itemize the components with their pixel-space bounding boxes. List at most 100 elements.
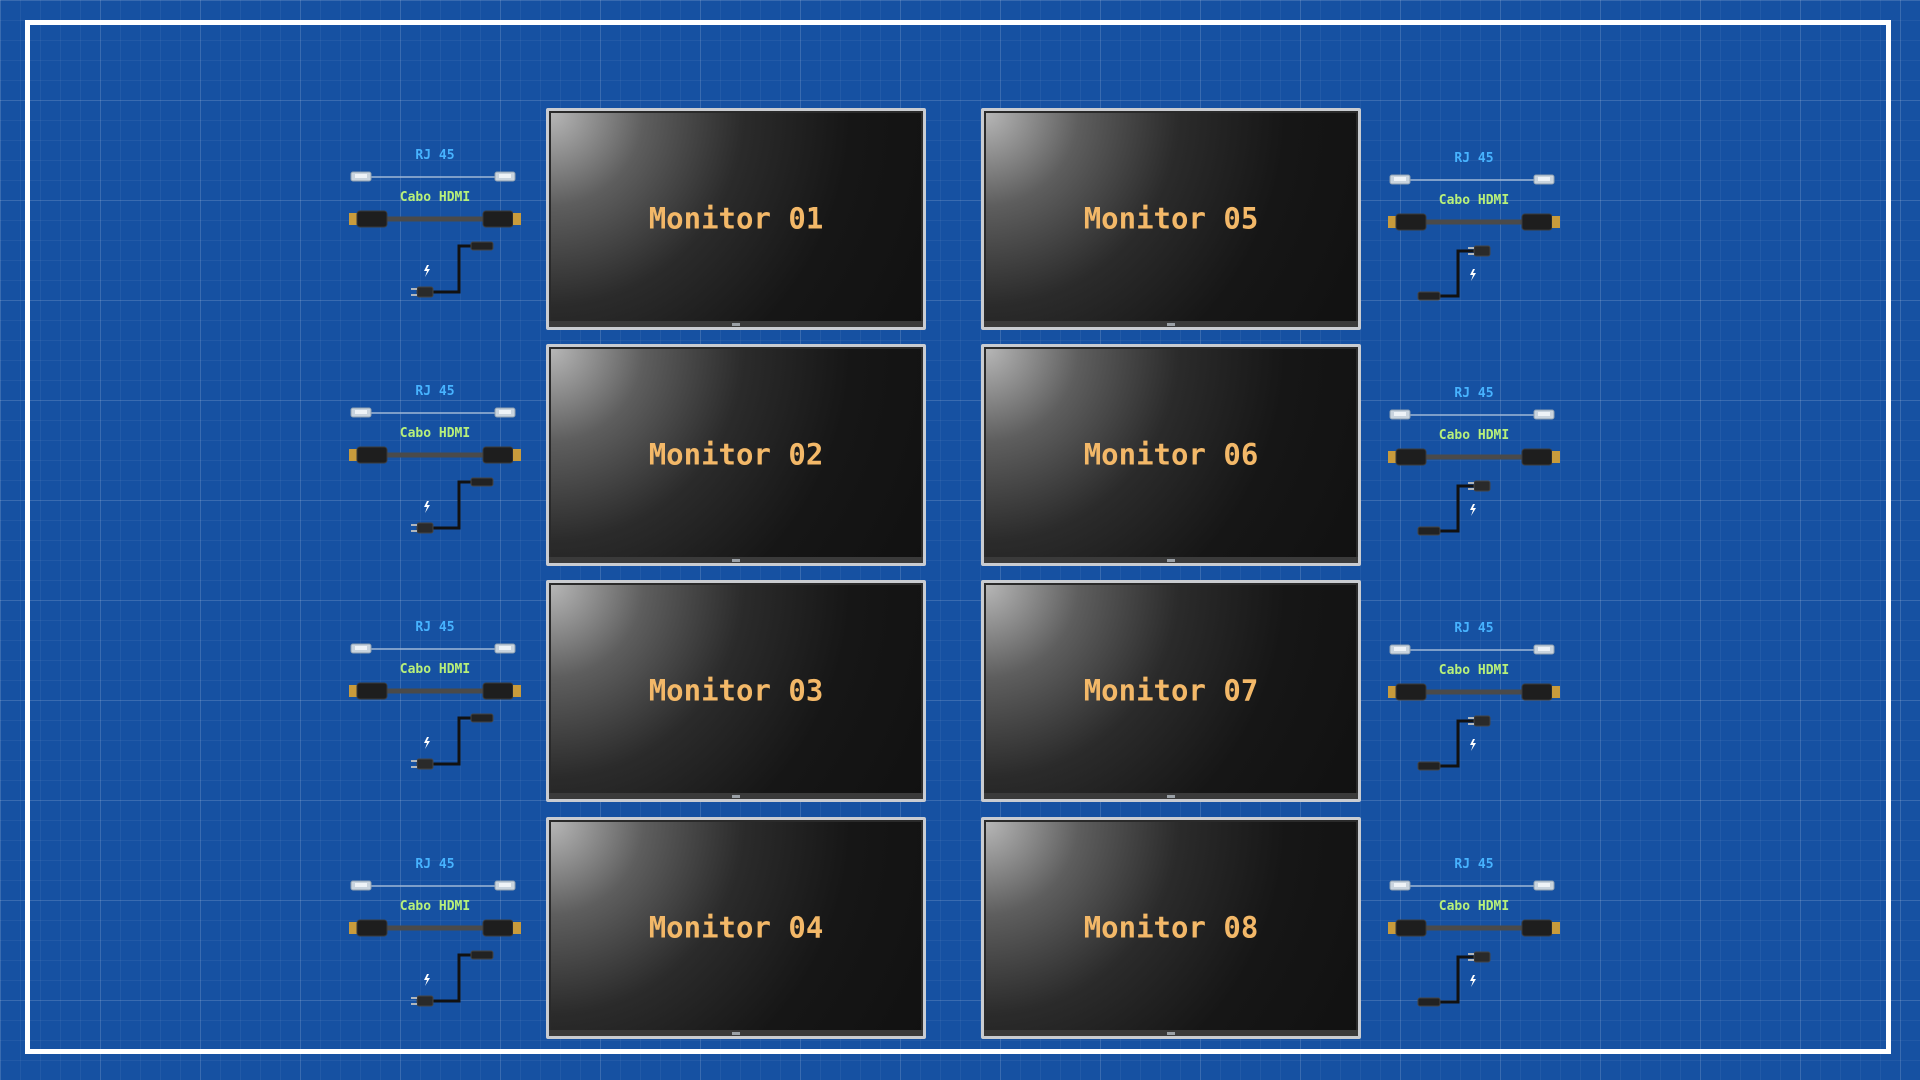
power-cable-line (1438, 484, 1476, 533)
power-bolt-icon (424, 501, 430, 513)
power-connector-icon (470, 241, 494, 251)
cable-group-left: RJ 45 Cabo HDMI (347, 620, 527, 780)
cable-group-left: RJ 45 Cabo HDMI (347, 857, 527, 1017)
cable-set-icon (1388, 409, 1560, 536)
power-led-icon (732, 559, 740, 562)
hdmi-plug-icon (1388, 683, 1427, 701)
hdmi-plug-icon (349, 446, 388, 464)
rj45-plug-icon (1533, 644, 1555, 655)
monitor-label: Monitor 06 (1083, 437, 1259, 472)
cable-set-icon (349, 880, 521, 1007)
power-bolt-icon (424, 265, 430, 277)
hdmi-plug-icon (482, 682, 521, 700)
power-cable-line (431, 716, 475, 766)
power-bolt-icon (424, 737, 430, 749)
power-led-icon (732, 323, 740, 326)
power-cable-line (1438, 249, 1476, 298)
cable-set-icon (349, 171, 521, 298)
rj45-label: RJ 45 (415, 857, 455, 872)
power-connector-icon (1417, 997, 1441, 1007)
hdmi-label: Cabo HDMI (1438, 193, 1510, 208)
monitor-08: Monitor 08 (981, 817, 1361, 1039)
hdmi-plug-icon (1521, 213, 1560, 231)
monitor-label: Monitor 07 (1083, 673, 1259, 708)
power-led-icon (1167, 323, 1175, 326)
power-led-icon (1167, 1032, 1175, 1035)
hdmi-plug-icon (1388, 448, 1427, 466)
monitor-03: Monitor 03 (546, 580, 926, 802)
cable-group-right: RJ 45 Cabo HDMI (1386, 857, 1566, 1017)
monitor-label: Monitor 04 (648, 910, 824, 945)
power-connector-icon (1417, 761, 1441, 771)
monitor-label: Monitor 02 (648, 437, 824, 472)
monitor-label: Monitor 01 (648, 201, 824, 236)
power-plug-icon (411, 758, 434, 770)
monitor-01: Monitor 01 (546, 108, 926, 330)
hdmi-plug-icon (1521, 919, 1560, 937)
cable-group-right: RJ 45 Cabo HDMI (1386, 151, 1566, 311)
power-plug-icon (1468, 245, 1491, 257)
cable-set-icon (349, 643, 521, 770)
power-led-icon (1167, 795, 1175, 798)
rj45-label: RJ 45 (1454, 386, 1494, 401)
hdmi-label: Cabo HDMI (399, 190, 471, 205)
power-plug-icon (411, 995, 434, 1007)
rj45-label: RJ 45 (1454, 621, 1494, 636)
rj45-plug-icon (1389, 644, 1411, 655)
cable-group-left: RJ 45 Cabo HDMI (347, 384, 527, 544)
power-cable-line (1438, 955, 1476, 1004)
hdmi-plug-icon (349, 210, 388, 228)
rj45-plug-icon (1389, 174, 1411, 185)
hdmi-plug-icon (1388, 213, 1427, 231)
hdmi-plug-icon (1388, 919, 1427, 937)
power-bolt-icon (424, 974, 430, 986)
monitor-label: Monitor 08 (1083, 910, 1259, 945)
rj45-plug-icon (350, 880, 372, 891)
rj45-plug-icon (350, 407, 372, 418)
monitor-02: Monitor 02 (546, 344, 926, 566)
cable-group-right: RJ 45 Cabo HDMI (1386, 386, 1566, 546)
hdmi-plug-icon (1521, 448, 1560, 466)
hdmi-plug-icon (482, 210, 521, 228)
power-plug-icon (1468, 480, 1491, 492)
power-bolt-icon (1470, 739, 1476, 751)
rj45-label: RJ 45 (1454, 151, 1494, 166)
hdmi-label: Cabo HDMI (399, 899, 471, 914)
monitor-04: Monitor 04 (546, 817, 926, 1039)
power-led-icon (732, 795, 740, 798)
power-cable-line (431, 244, 475, 294)
rj45-plug-icon (494, 407, 516, 418)
cable-set-icon (1388, 644, 1560, 771)
monitor-label: Monitor 03 (648, 673, 824, 708)
rj45-plug-icon (350, 171, 372, 182)
hdmi-plug-icon (1521, 683, 1560, 701)
hdmi-plug-icon (482, 919, 521, 937)
rj45-label: RJ 45 (415, 148, 455, 163)
monitor-05: Monitor 05 (981, 108, 1361, 330)
diagram-frame (25, 20, 1891, 1054)
rj45-plug-icon (1389, 880, 1411, 891)
power-connector-icon (1417, 291, 1441, 301)
hdmi-label: Cabo HDMI (1438, 899, 1510, 914)
rj45-label: RJ 45 (415, 620, 455, 635)
power-cable-line (1438, 719, 1476, 768)
cable-set-icon (1388, 880, 1560, 1007)
hdmi-label: Cabo HDMI (1438, 663, 1510, 678)
hdmi-label: Cabo HDMI (1438, 428, 1510, 443)
monitor-07: Monitor 07 (981, 580, 1361, 802)
cable-group-right: RJ 45 Cabo HDMI (1386, 621, 1566, 781)
cable-group-left: RJ 45 Cabo HDMI (347, 148, 527, 308)
rj45-label: RJ 45 (415, 384, 455, 399)
power-bolt-icon (1470, 975, 1476, 987)
power-connector-icon (470, 950, 494, 960)
power-connector-icon (1417, 526, 1441, 536)
power-plug-icon (1468, 715, 1491, 727)
cable-set-icon (349, 407, 521, 534)
rj45-label: RJ 45 (1454, 857, 1494, 872)
hdmi-label: Cabo HDMI (399, 426, 471, 441)
power-cable-line (431, 480, 475, 530)
rj45-plug-icon (1533, 409, 1555, 420)
rj45-plug-icon (494, 880, 516, 891)
rj45-plug-icon (350, 643, 372, 654)
power-plug-icon (411, 286, 434, 298)
